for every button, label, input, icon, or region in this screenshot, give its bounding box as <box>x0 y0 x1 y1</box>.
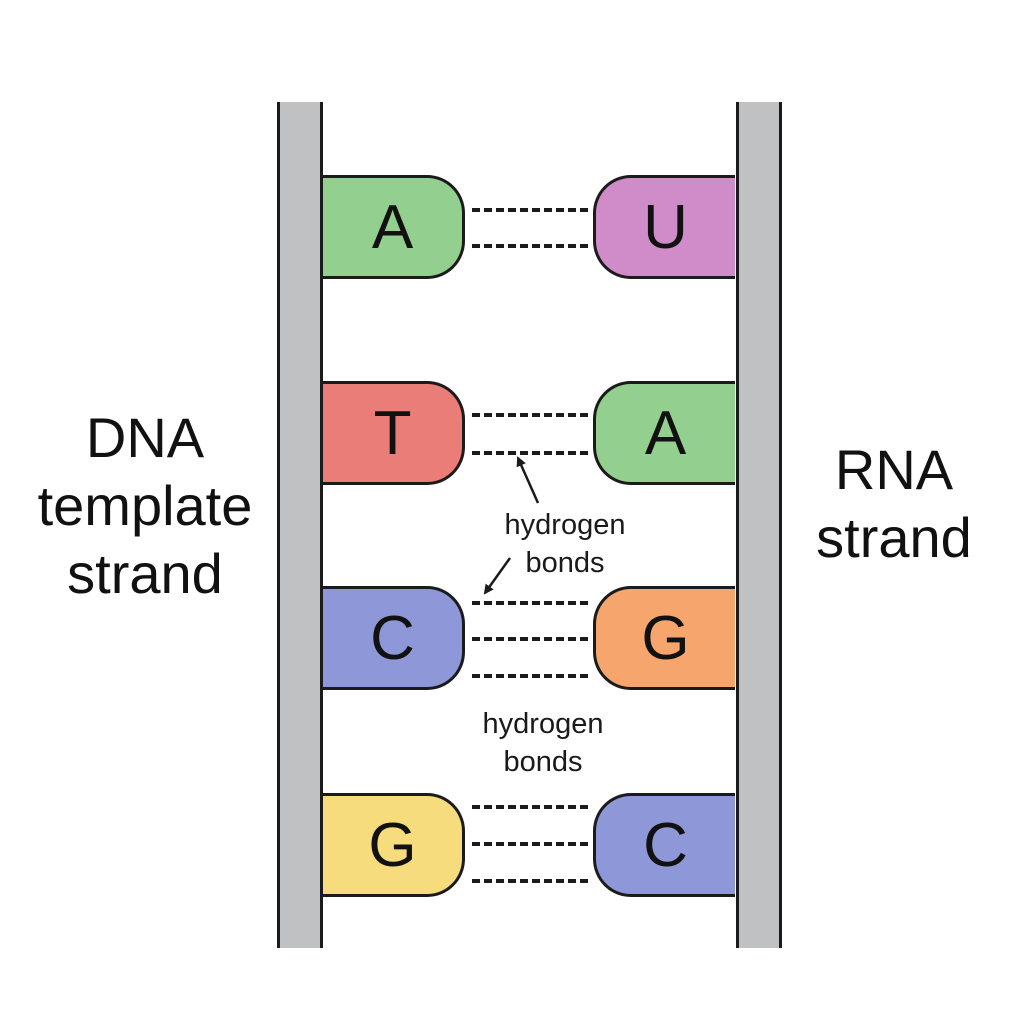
hydrogen-bond-4b <box>472 842 588 846</box>
bond-label-2-line-2: bonds <box>503 746 583 778</box>
bond-label-2-line-1: hydrogen <box>482 708 604 740</box>
dna-base-1: A <box>323 175 465 279</box>
bond-label-1-line-2: bonds <box>525 547 605 579</box>
bond-label-1-line-1: hydrogen <box>504 509 626 541</box>
hydrogen-bond-4a <box>472 805 588 809</box>
rna-label-line-2: strand <box>816 506 972 569</box>
dna-template-strand-label: DNA template strand <box>20 404 270 608</box>
hydrogen-bond-2a <box>472 413 588 417</box>
hydrogen-bonds-label-1: hydrogen bonds <box>484 506 646 582</box>
dna-label-line-1: DNA <box>85 406 205 469</box>
arrow-up-icon <box>516 456 540 504</box>
dna-base-4: G <box>323 793 465 897</box>
dna-base-2: T <box>323 381 465 485</box>
rna-backbone <box>736 102 782 948</box>
hydrogen-bond-4c <box>472 879 588 883</box>
dna-backbone <box>277 102 323 948</box>
dna-label-line-2: template <box>37 474 253 537</box>
arrow-down-icon <box>483 557 512 595</box>
hydrogen-bond-1b <box>472 244 588 248</box>
rna-base-1: U <box>593 175 735 279</box>
hydrogen-bonds-label-2: hydrogen bonds <box>462 705 624 781</box>
rna-base-4: C <box>593 793 735 897</box>
dna-label-line-3: strand <box>67 542 223 605</box>
hydrogen-bond-3a <box>472 601 588 605</box>
hydrogen-bond-1a <box>472 208 588 212</box>
rna-base-3: G <box>593 586 735 690</box>
rna-base-2: A <box>593 381 735 485</box>
dna-base-3: C <box>323 586 465 690</box>
rna-label-line-1: RNA <box>834 438 954 501</box>
hydrogen-bond-3b <box>472 637 588 641</box>
hydrogen-bond-3c <box>472 674 588 678</box>
rna-strand-label: RNA strand <box>796 436 992 572</box>
hydrogen-bond-2b <box>472 451 588 455</box>
